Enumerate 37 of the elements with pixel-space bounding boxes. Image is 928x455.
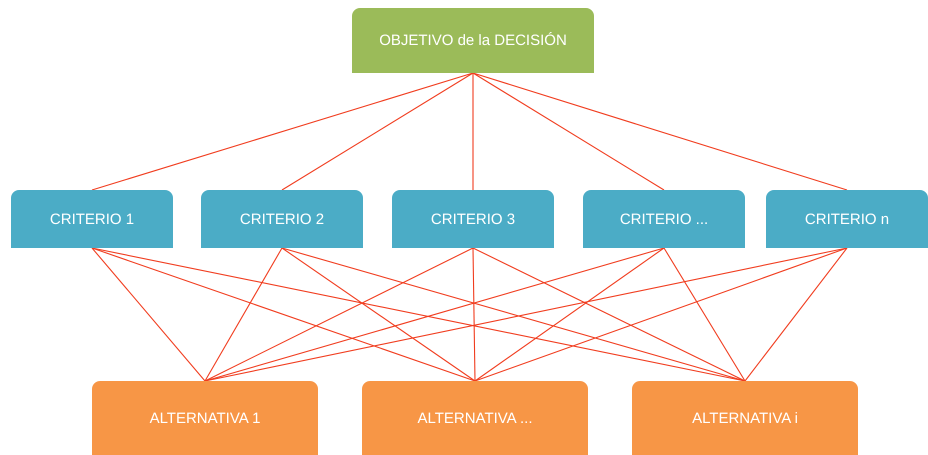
connector-line <box>92 72 474 191</box>
goal-box <box>352 8 594 73</box>
connector-line <box>204 247 848 382</box>
connector-line <box>472 72 848 191</box>
connector-line <box>664 248 746 382</box>
node-label: CRITERIO n <box>804 210 890 228</box>
connector-line <box>282 72 474 190</box>
connector-line <box>92 247 476 382</box>
criterion-box <box>392 190 554 248</box>
connector-line <box>282 248 476 382</box>
connector-line <box>474 247 848 382</box>
connector-line <box>282 247 746 382</box>
alternative-box <box>92 381 318 455</box>
node-label: ALTERNATIVA i <box>692 410 798 426</box>
criterion-box <box>766 190 928 248</box>
node-label: ALTERNATIVA ... <box>417 410 533 426</box>
connector-line <box>472 72 664 190</box>
node-label: CRITERIO 2 <box>240 210 324 228</box>
node-label: CRITERIO ... <box>620 210 708 228</box>
connector-line <box>472 248 746 382</box>
connector-line <box>472 248 476 381</box>
connector-line <box>744 248 848 382</box>
node-label: OBJETIVO de la DECISIÓN <box>379 32 567 49</box>
alternative-box <box>362 381 588 455</box>
node-label: CRITERIO 3 <box>430 210 516 228</box>
criterion-box <box>201 190 363 248</box>
connector-line <box>474 248 664 382</box>
alternative-box <box>632 381 858 455</box>
connector-line <box>204 248 282 382</box>
node-label: CRITERIO 1 <box>50 210 134 228</box>
criterion-box <box>11 190 173 248</box>
node-label: ALTERNATIVA 1 <box>150 410 260 426</box>
criterion-box <box>583 190 745 248</box>
connector-line <box>204 248 474 382</box>
connector-line <box>472 73 474 190</box>
connector-line <box>204 247 664 382</box>
connector-line <box>92 248 206 382</box>
